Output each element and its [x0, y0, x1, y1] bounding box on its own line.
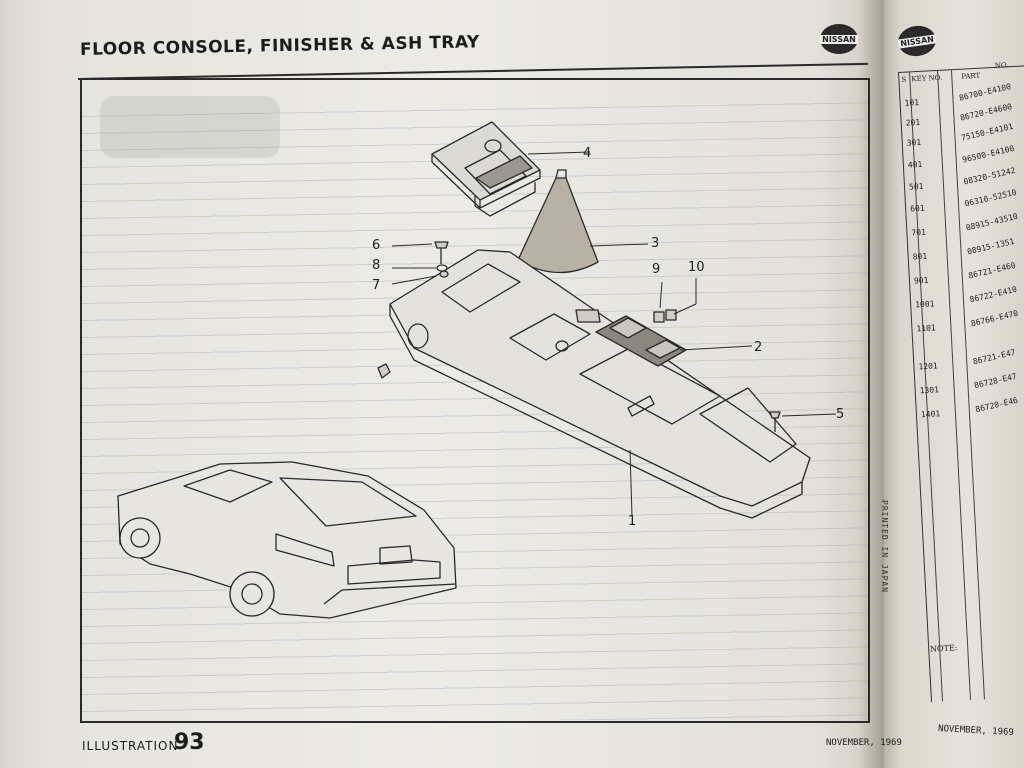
page-date: NOVEMBER, 1969: [826, 738, 902, 748]
callout-3: 3: [651, 236, 660, 251]
illustration-frame: [80, 78, 870, 723]
callout-6: 6: [372, 238, 381, 253]
leader-lines: [391, 151, 837, 517]
car-illustration: [117, 461, 457, 619]
callout-1: 1: [628, 514, 637, 529]
callout-10: 10: [688, 260, 705, 275]
shift-boot-part: [517, 169, 599, 274]
callout-2: 2: [754, 340, 763, 355]
illustration-label: ILLUSTRATION: [82, 739, 179, 753]
faded-stamp: [100, 96, 280, 158]
small-hardware-parts: [377, 241, 781, 432]
callout-4: 4: [583, 146, 592, 161]
callout-7: 7: [372, 278, 381, 293]
right-page: [884, 0, 1024, 768]
printed-in-japan-stamp: PRINTED IN JAPAN: [880, 500, 889, 594]
nissan-logo-left: NISSAN: [820, 24, 858, 54]
col-head-key-no: KEY NO.: [911, 73, 943, 84]
col-head-no: NO.: [994, 61, 1009, 70]
col-head-s: S: [901, 75, 907, 84]
nissan-logo-text: NISSAN: [897, 33, 937, 49]
note-label: NOTE:: [929, 643, 958, 654]
callout-8: 8: [372, 258, 381, 273]
callout-9: 9: [652, 262, 661, 277]
illustration-number: 93: [174, 730, 205, 755]
nissan-logo-text: NISSAN: [820, 34, 858, 44]
col-head-part: PART: [961, 71, 981, 81]
finisher-part: [595, 315, 687, 367]
left-page: [0, 0, 888, 768]
ash-tray-part: [431, 121, 541, 217]
console-body-part: [389, 249, 811, 519]
callout-5: 5: [836, 407, 845, 422]
binding-shadow: [858, 0, 888, 768]
exploded-parts-diagram: [100, 96, 837, 619]
